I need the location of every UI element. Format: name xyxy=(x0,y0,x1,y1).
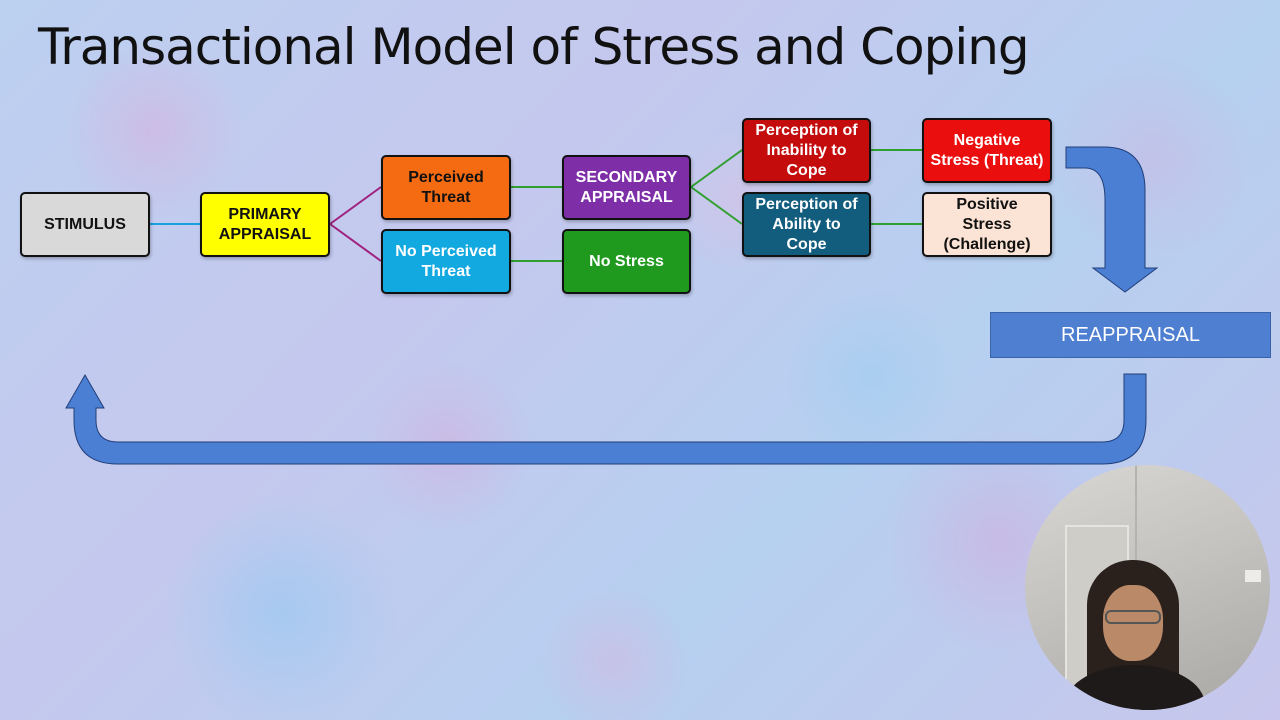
presenter-glasses xyxy=(1105,610,1161,624)
presenter-webcam xyxy=(1025,465,1270,710)
down-arrow xyxy=(1065,146,1159,293)
perception-ability-box: Perception of Ability to Cope xyxy=(742,192,871,257)
link-secondary-inability xyxy=(690,149,743,188)
no-stress-box: No Stress xyxy=(562,229,691,294)
negative-stress-box: Negative Stress (Threat) xyxy=(922,118,1052,183)
stimulus-box: STIMULUS xyxy=(20,192,150,257)
primary-appraisal-box: PRIMARY APPRAISAL xyxy=(200,192,330,257)
perceived-threat-box: Perceived Threat xyxy=(381,155,511,220)
no-perceived-threat-box: No Perceived Threat xyxy=(381,229,511,294)
link-primary-no-perceived-threat xyxy=(329,223,382,262)
slide-title: Transactional Model of Stress and Coping xyxy=(38,18,1030,76)
perception-inability-box: Perception of Inability to Cope xyxy=(742,118,871,183)
feedback-arrow xyxy=(65,373,1147,465)
link-secondary-ability xyxy=(690,186,743,225)
positive-stress-box: Positive Stress (Challenge) xyxy=(922,192,1052,257)
webcam-thermostat xyxy=(1245,570,1261,582)
link-primary-perceived-threat xyxy=(329,186,382,225)
secondary-appraisal-box: SECONDARY APPRAISAL xyxy=(562,155,691,220)
reappraisal-box: REAPPRAISAL xyxy=(990,312,1271,358)
